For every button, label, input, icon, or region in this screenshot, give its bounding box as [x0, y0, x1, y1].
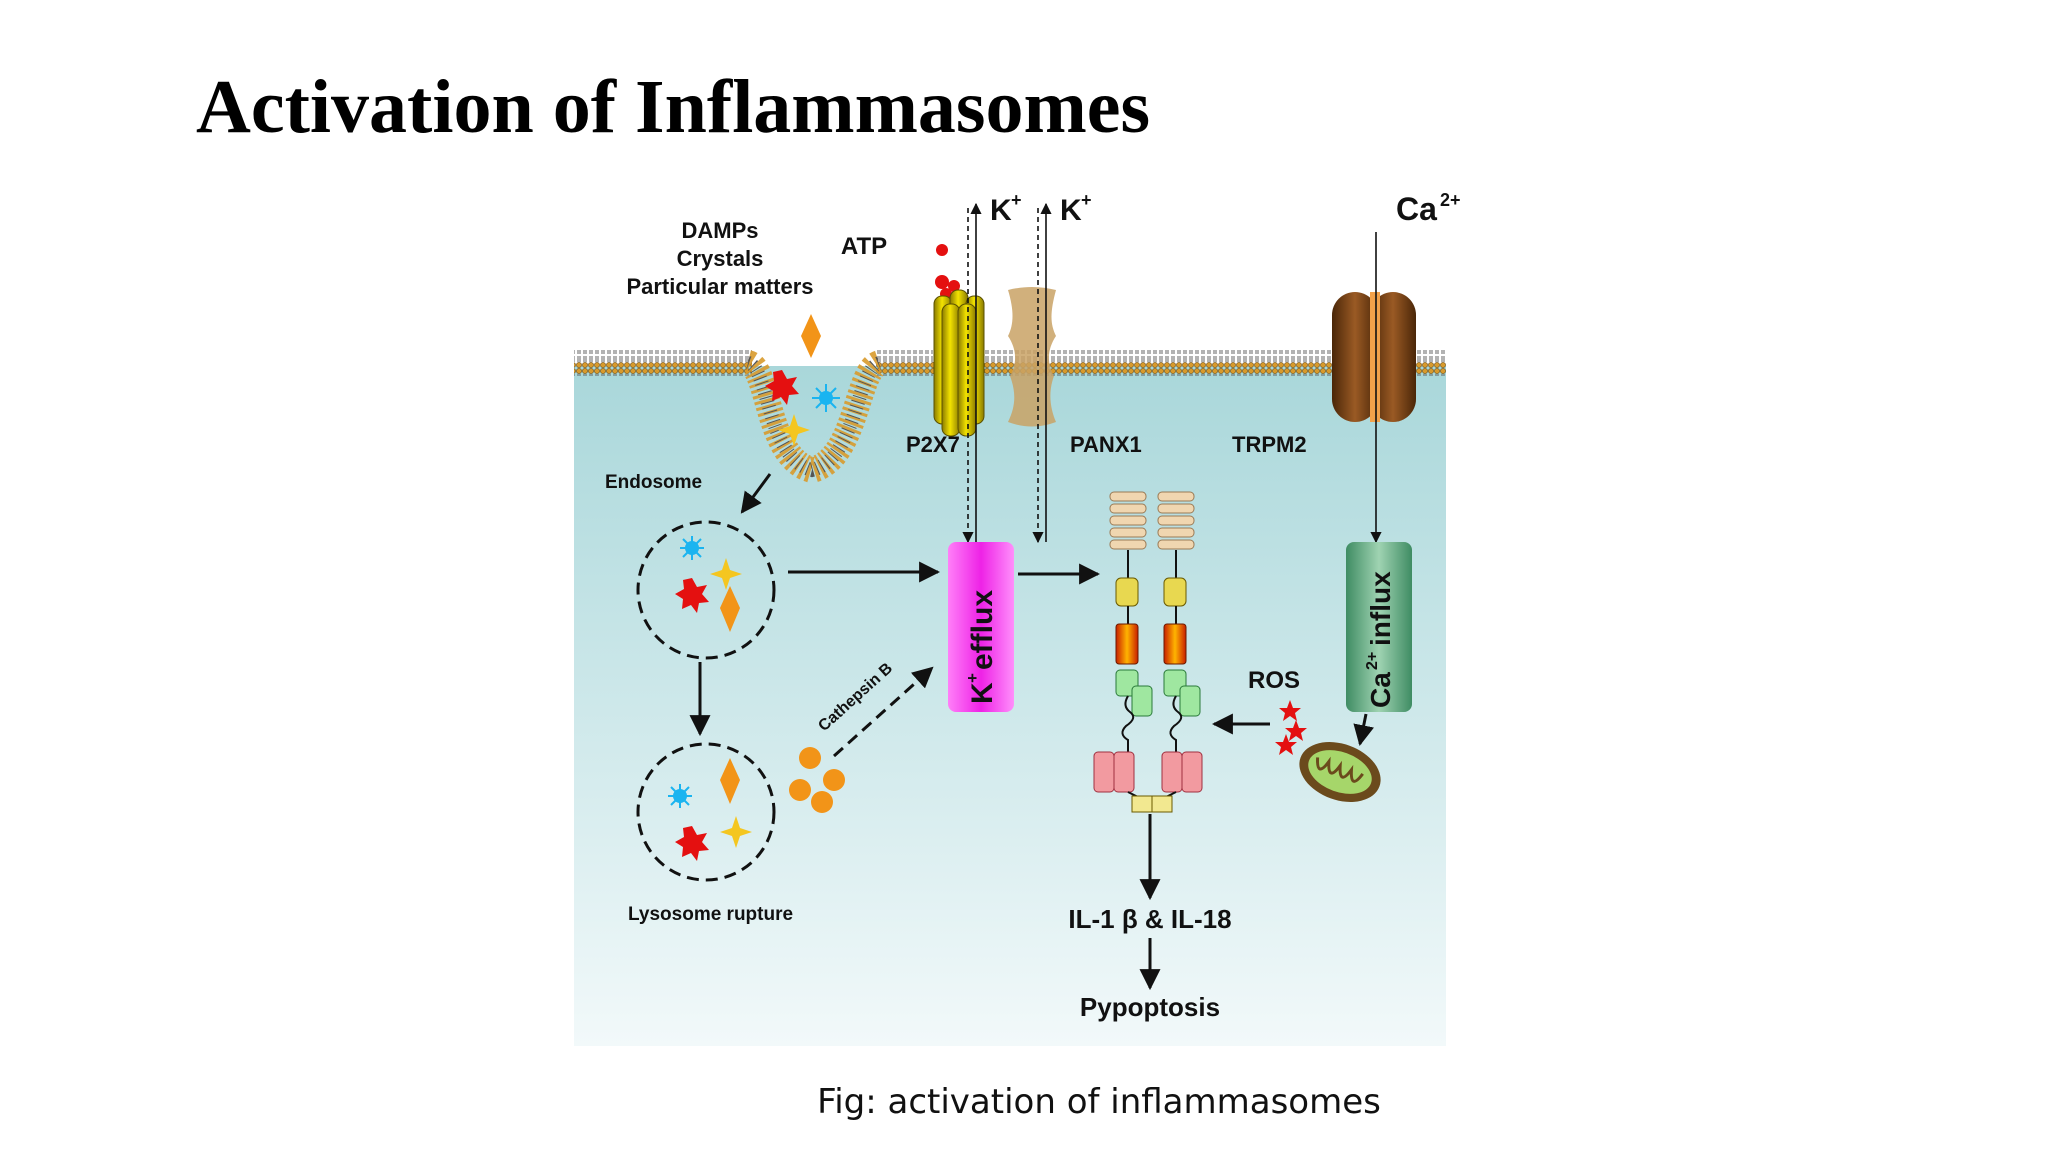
slide-title: Activation of Inflammasomes — [196, 65, 1151, 149]
cytokines-label: IL-1 β & IL-18 — [1068, 904, 1231, 934]
p2x7-label: P2X7 — [906, 432, 960, 457]
svg-text:+: + — [963, 673, 982, 683]
k-efflux-label: K + efflux — [963, 590, 999, 704]
inflammasome-activation-diagram: DAMPs Crystals Particular matters ATP P2… — [574, 190, 1461, 1046]
endosome-label: Endosome — [605, 472, 702, 493]
p2x7-channel — [933, 289, 985, 437]
panx1-channel — [1008, 287, 1056, 427]
svg-text:2+: 2+ — [1440, 190, 1461, 210]
atp-dot — [936, 244, 948, 256]
panx1-label: PANX1 — [1070, 432, 1142, 457]
svg-text:K: K — [990, 194, 1012, 227]
atp-label: ATP — [841, 233, 887, 260]
trpm2-label: TRPM2 — [1232, 432, 1307, 457]
ca-ion-label: Ca 2+ — [1396, 190, 1461, 227]
svg-text:K: K — [966, 682, 999, 704]
inflammasome-complex — [1093, 491, 1203, 813]
svg-text:Particular matters: Particular matters — [626, 274, 813, 299]
ros-star-icons — [1275, 700, 1307, 755]
svg-text:Ca: Ca — [1396, 191, 1437, 227]
svg-text:Crystals: Crystals — [677, 246, 764, 271]
k-ion-label-1: K + — [990, 190, 1022, 227]
ca-influx-label: Ca 2+ influx — [1364, 571, 1396, 708]
svg-text:DAMPs: DAMPs — [681, 218, 758, 243]
svg-text:K: K — [1060, 194, 1082, 227]
k-ion-label-2: K + — [1060, 190, 1092, 227]
cathepsin-b-arrow — [832, 666, 934, 758]
svg-text:efflux: efflux — [966, 590, 999, 670]
cathepsin-b-particles — [789, 747, 845, 813]
svg-text:influx: influx — [1365, 571, 1396, 646]
lysosome-vesicle — [636, 742, 776, 882]
k-efflux-box — [948, 542, 1014, 712]
damp-red-star-icon — [765, 370, 799, 405]
endosome-to-vesicle-arrow — [740, 473, 772, 514]
figure-caption: Fig: activation of inflammasomes — [817, 1082, 1381, 1122]
ca-influx-box — [1346, 542, 1412, 712]
mitochondrion-icon — [1299, 742, 1381, 802]
pyroptosis-label: Pypoptosis — [1080, 992, 1220, 1022]
ca-influx-to-mitochondrion-arrow — [1353, 713, 1375, 747]
blue-sun-icon — [812, 384, 840, 412]
crystal-diamond-icon — [801, 314, 821, 358]
svg-text:+: + — [1081, 190, 1092, 210]
lrr-domain-left — [1109, 491, 1147, 550]
endosome-vesicle — [636, 520, 776, 660]
lrr-domain-right — [1157, 491, 1195, 550]
ros-label: ROS — [1248, 667, 1300, 694]
stimuli-label: DAMPs Crystals Particular matters — [626, 218, 813, 299]
svg-text:2+: 2+ — [1364, 652, 1381, 670]
svg-text:Ca: Ca — [1365, 672, 1396, 708]
svg-text:+: + — [1011, 190, 1022, 210]
lysosome-rupture-label: Lysosome rupture — [628, 904, 793, 925]
trpm2-channel — [1332, 292, 1416, 422]
k-flux-arrows — [962, 202, 1382, 544]
yellow-sparkle-icon — [778, 414, 810, 446]
